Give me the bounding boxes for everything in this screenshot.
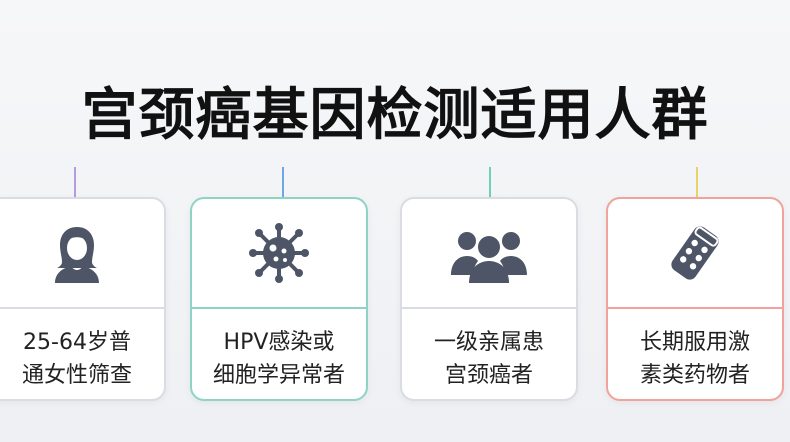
card-women-screening: 25-64岁普 通女性筛查 (0, 197, 166, 401)
page-title: 宫颈癌基因检测适用人群 (81, 83, 709, 148)
card-divider (0, 307, 164, 309)
family-icon (451, 232, 527, 283)
card-divider (192, 307, 366, 309)
card-divider (402, 307, 576, 309)
card-label: 长期服用激 素类药物者 (639, 330, 750, 388)
card-hormone-medication: 长期服用激 素类药物者 (606, 197, 784, 401)
card-hpv-infection: HPV感染或 细胞学异常者 (190, 197, 368, 401)
card-label: 一级亲属患 宫颈癌者 (433, 330, 544, 388)
card-label: HPV感染或 细胞学异常者 (212, 330, 345, 388)
woman-icon (55, 227, 99, 283)
connector-lines (74, 166, 698, 197)
card-family-history: 一级亲属患 宫颈癌者 (400, 197, 578, 401)
card-label: 25-64岁普 通女性筛查 (21, 330, 132, 388)
card-divider (608, 307, 782, 309)
virus-icon (249, 223, 309, 283)
pill-box-icon (671, 226, 719, 280)
